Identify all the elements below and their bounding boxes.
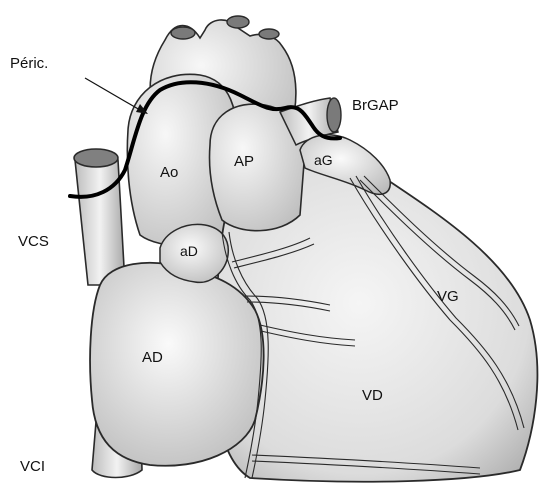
- label-ad: AD: [142, 350, 163, 365]
- label-vci: VCI: [20, 459, 45, 474]
- label-ag: aG: [314, 153, 333, 167]
- label-vg: VG: [437, 289, 459, 304]
- label-vcs: VCS: [18, 234, 49, 249]
- label-ap: AP: [234, 154, 254, 169]
- label-vd: VD: [362, 388, 383, 403]
- right-atrium: [90, 263, 264, 466]
- peric-pointer-arrow: [85, 78, 148, 114]
- superior-vena-cava: [74, 149, 125, 285]
- label-ao: Ao: [160, 165, 178, 180]
- label-ad-small: aD: [180, 244, 198, 258]
- label-brgap: BrGAP: [352, 98, 399, 113]
- label-peric: Péric.: [10, 56, 48, 71]
